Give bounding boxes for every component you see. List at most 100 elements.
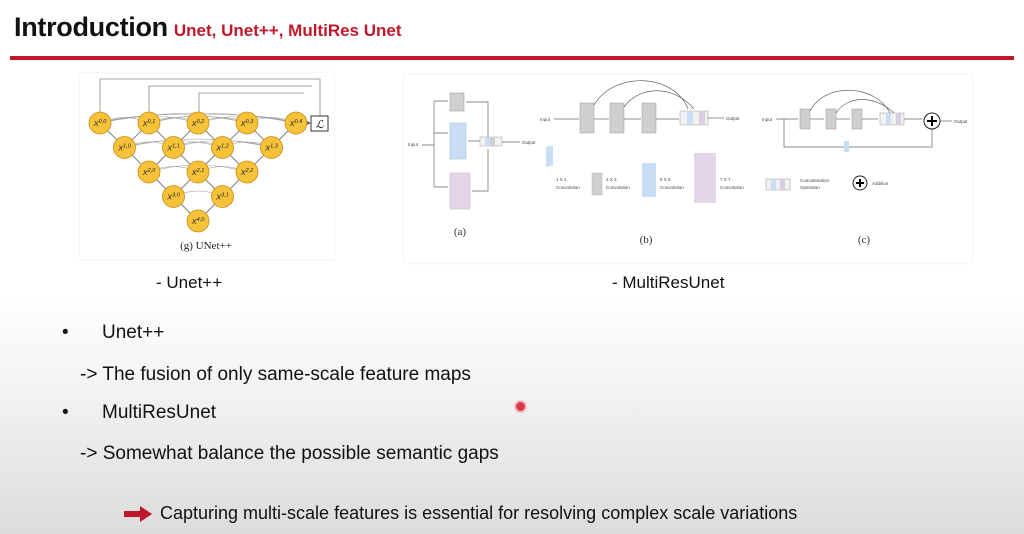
unetpp-node [162, 185, 185, 208]
unetpp-node-label: X1,2 [215, 144, 229, 153]
legend-concat-line1: Concatenation [800, 178, 830, 183]
right-arrow-icon [124, 506, 152, 523]
title-main: Introduction [14, 12, 168, 42]
unetpp-node [113, 136, 136, 159]
unetpp-node-index: 2,0 [147, 168, 157, 174]
unetpp-node-index: 0,1 [148, 119, 156, 125]
unetpp-node-label: X0,4 [289, 119, 303, 128]
unetpp-node-label: X0,3 [240, 119, 255, 128]
unetpp-node-symbol: X [166, 144, 173, 153]
legend-3x3 [591, 172, 603, 196]
legend-5x5 [642, 163, 656, 197]
unetpp-node-symbol: X [215, 144, 222, 153]
unetpp-node-label: X3,1 [215, 193, 229, 202]
unetpp-node-label: X1,1 [166, 144, 180, 153]
loss-box [310, 115, 329, 132]
legend-1x1 [546, 145, 553, 167]
unetpp-node-index: 4,0 [197, 217, 206, 223]
unetpp-node-symbol: X [93, 119, 100, 128]
title-subtitle: Unet, Unet++, MultiRes Unet [173, 21, 402, 40]
supervision-line [198, 92, 304, 113]
conv-3x3-block [449, 92, 465, 112]
input-label: Input [762, 117, 773, 122]
multiresunet-figure: Input Output (a) Input [404, 75, 972, 263]
legend-3x3-size: 3 X 3 [606, 177, 617, 182]
conv-5x5-block [449, 122, 467, 160]
conclusion-text: Capturing multi-scale features is essent… [160, 503, 798, 523]
unetpp-node-index: 0,4 [295, 119, 303, 125]
legend-1x1-conv: Convolution [556, 185, 580, 190]
bullet-unetpp: •Unet++ [62, 322, 164, 344]
conv-3x3-block [799, 108, 811, 130]
unetpp-node-index: 2,2 [245, 168, 254, 174]
unetpp-node-index: 3,1 [221, 193, 229, 199]
conv-7x7-block [449, 172, 471, 210]
unetpp-node-index: 3,0 [172, 193, 181, 199]
input-label: Input [540, 117, 551, 122]
shortcut-1x1 [844, 141, 849, 152]
conv-3x3-block [609, 102, 625, 134]
slide-title: Introduction Unet, Unet++, MultiRes Unet [14, 12, 402, 43]
unetpp-node-index: 0,2 [197, 119, 205, 125]
supervision-line [99, 78, 321, 121]
unetpp-node-label: X2,1 [191, 168, 205, 177]
bullet-multiresunet-detail: -> Somewhat balance the possible semanti… [80, 443, 499, 464]
unetpp-node-index: 0,3 [246, 119, 255, 125]
legend-concat-line2: Operation [800, 185, 820, 190]
supervision-line [148, 85, 312, 113]
legend-addition-label: Addition [872, 181, 889, 186]
legend-5x5-size: 5 X 5 [660, 177, 671, 182]
unetpp-node [186, 111, 210, 135]
unetpp-node [88, 111, 112, 135]
unetpp-node [260, 136, 283, 159]
unetpp-node-label: X3,0 [166, 193, 181, 202]
legend-concat [765, 178, 791, 191]
unetpp-node-symbol: X [191, 217, 198, 226]
unetpp-node-symbol: X [117, 144, 124, 153]
laser-pointer [516, 402, 525, 411]
conv-3x3-block [579, 102, 595, 134]
unetpp-node [284, 111, 308, 135]
panel-a-label: (a) [454, 226, 467, 238]
legend-3x3-conv: Convolution [606, 185, 630, 190]
legend-5x5-conv: Convolution [660, 185, 684, 190]
panel-b-label: (b) [640, 234, 653, 246]
unetpp-node-symbol: X [191, 119, 198, 128]
unetpp-node-label: X2,0 [142, 168, 157, 177]
unetpp-node-symbol: X [166, 193, 173, 202]
output-label: Output [726, 116, 740, 121]
unetpp-node [137, 111, 161, 135]
bullet-unetpp-detail: -> The fusion of only same-scale feature… [80, 364, 471, 385]
unetpp-node-symbol: X [240, 168, 247, 177]
unetpp-caption: - Unet++ [156, 273, 223, 292]
unetpp-node-label: X0,1 [142, 119, 156, 128]
unetpp-inner-caption: (g) UNet++ [180, 240, 232, 252]
panel-c: Input Output Concatenation Operatio [762, 90, 968, 246]
panel-b: Input Output 1 X 1 Convolution 3 X 3 Con… [540, 80, 744, 246]
unetpp-node-symbol: X [215, 193, 222, 202]
unetpp-node-symbol: X [142, 168, 149, 177]
conclusion: Capturing multi-scale features is essent… [124, 503, 797, 524]
multiresunet-diagram: Input Output (a) Input [408, 80, 968, 246]
legend-7x7-conv: Convolution [720, 185, 744, 190]
conv-3x3-block [851, 108, 863, 130]
output-label: Output [522, 140, 536, 145]
unetpp-node [137, 160, 161, 184]
unetpp-node-index: 0,0 [99, 119, 108, 125]
unetpp-node-label: X1,0 [117, 144, 132, 153]
panel-c-label: (c) [858, 234, 871, 246]
unetpp-node-label: X0,0 [93, 119, 108, 128]
output-label: Output [954, 119, 968, 124]
unetpp-node-symbol: X [264, 144, 271, 153]
skip-connection [148, 114, 297, 124]
bullet-dot: • [62, 322, 69, 343]
skip-connection [124, 138, 272, 148]
legend-7x7 [694, 153, 716, 203]
unetpp-node [235, 160, 259, 184]
unetpp-node [162, 136, 185, 159]
input-label: Input [408, 142, 419, 147]
unetpp-node-symbol: X [289, 119, 296, 128]
conv-3x3-block [825, 108, 837, 130]
